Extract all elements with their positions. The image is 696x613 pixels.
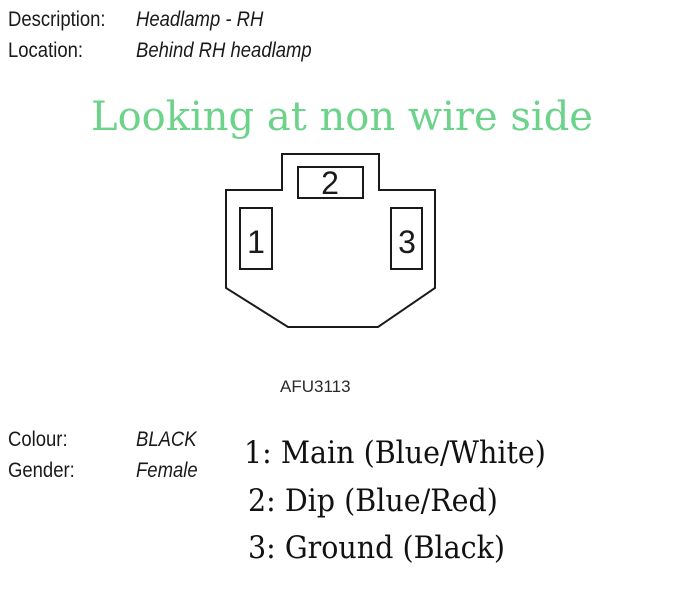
pin-2-description: 2: Dip (Blue/Red) <box>248 483 498 519</box>
colour-label: Colour: <box>8 428 68 451</box>
pin-number-3: 3 <box>398 224 416 260</box>
description-row: Description: Headlamp - RH <box>8 8 408 34</box>
pin-2-cavity <box>297 166 364 199</box>
pin-1-description: 1: Main (Blue/White) <box>244 435 546 471</box>
pin-3-cavity <box>390 207 423 270</box>
pin-3-description: 3: Ground (Black) <box>248 530 506 566</box>
colour-value: BLACK <box>136 428 197 451</box>
location-value: Behind RH headlamp <box>136 39 312 62</box>
gender-label: Gender: <box>8 459 75 482</box>
pin-number-2: 2 <box>321 165 339 201</box>
view-orientation-note: Looking at non wire side <box>91 94 593 140</box>
connector-housing-outline <box>225 153 436 328</box>
gender-row: Gender: Female <box>8 459 238 485</box>
pin-1-cavity <box>239 207 273 270</box>
description-label: Description: <box>8 8 106 31</box>
location-label: Location: <box>8 39 84 62</box>
pin-number-1: 1 <box>247 224 265 260</box>
location-row: Location: Behind RH headlamp <box>8 39 408 65</box>
colour-row: Colour: BLACK <box>8 428 238 454</box>
gender-value: Female <box>136 459 198 482</box>
part-code: AFU3113 <box>280 377 351 396</box>
description-value: Headlamp - RH <box>136 8 264 31</box>
